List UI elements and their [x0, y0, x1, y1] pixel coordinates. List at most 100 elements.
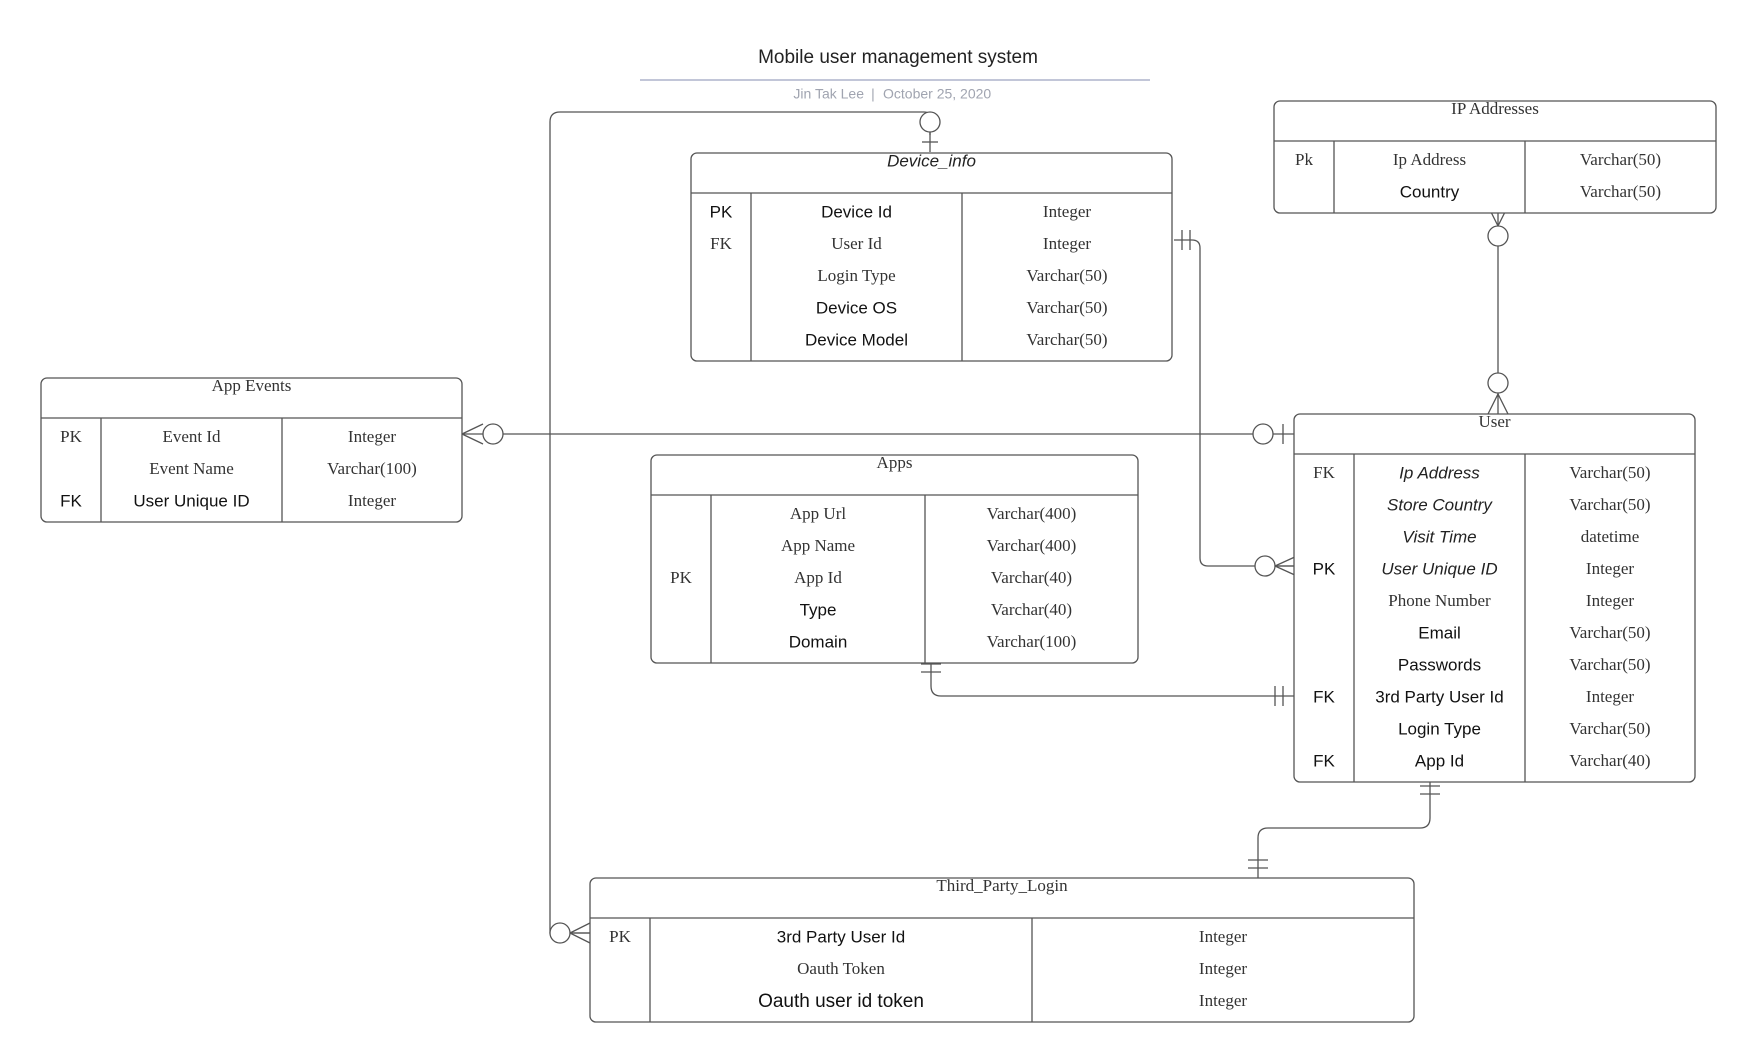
field-cell: Domain	[789, 632, 848, 651]
field-cell: Type	[800, 600, 837, 619]
type-cell: Integer	[1043, 202, 1091, 221]
type-cell: Varchar(40)	[1569, 751, 1650, 770]
table-frame	[589, 877, 1415, 1023]
table-row: Visit Time datetime	[1402, 527, 1639, 547]
table-title: Apps	[877, 453, 913, 472]
relationship-app-events-user	[461, 423, 1297, 445]
key-cell: FK	[710, 234, 732, 253]
meta-separator: |	[871, 86, 875, 102]
field-cell: Login Type	[1398, 719, 1481, 738]
key-cell: FK	[1313, 463, 1335, 482]
type-cell: Integer	[1199, 959, 1247, 978]
field-cell: 3rd Party User Id	[1375, 687, 1504, 706]
field-cell: Email	[1418, 623, 1461, 642]
field-cell: App Id	[794, 568, 842, 587]
field-cell: App Url	[790, 504, 846, 523]
table-title: Third_Party_Login	[936, 876, 1068, 895]
field-cell: Oauth user id token	[758, 991, 924, 1012]
key-cell: PK	[1313, 559, 1336, 578]
field-cell: Device OS	[816, 298, 897, 317]
relationships	[461, 111, 1509, 944]
type-cell: Varchar(50)	[1026, 330, 1107, 349]
type-cell: Varchar(50)	[1580, 182, 1661, 201]
table-row: App Url Varchar(400)	[790, 504, 1076, 523]
type-cell: Varchar(40)	[991, 568, 1072, 587]
table-row: Login Type Varchar(50)	[1398, 719, 1651, 739]
table-title: Device_info	[887, 151, 976, 170]
relationship-device-info-user	[1174, 230, 1298, 577]
type-cell: Integer	[1586, 591, 1634, 610]
type-cell: Varchar(100)	[987, 632, 1077, 651]
type-cell: Integer	[1043, 234, 1091, 253]
key-cell: PK	[670, 568, 692, 587]
field-cell: User Unique ID	[133, 491, 249, 510]
field-cell: Visit Time	[1402, 527, 1476, 546]
type-cell: datetime	[1581, 527, 1640, 546]
field-cell: 3rd Party User Id	[777, 927, 906, 946]
table-frame	[40, 377, 463, 523]
key-cell: PK	[710, 202, 733, 221]
key-cell: FK	[1313, 751, 1335, 770]
field-cell: Device Model	[805, 330, 908, 349]
table-title: App Events	[212, 376, 292, 395]
field-cell: App Name	[781, 536, 855, 555]
field-cell: Ip Address	[1399, 463, 1480, 482]
type-cell: Integer	[1199, 991, 1247, 1010]
key-cell: PK	[609, 927, 631, 946]
field-cell: Passwords	[1398, 655, 1481, 674]
key-cell: FK	[1313, 687, 1335, 706]
table-row: Oauth user id token Integer	[758, 991, 1247, 1012]
field-cell: Login Type	[817, 266, 895, 285]
table-frame	[1293, 413, 1696, 783]
type-cell: Varchar(50)	[1580, 150, 1661, 169]
field-cell: Ip Address	[1393, 150, 1466, 169]
field-cell: Oauth Token	[797, 959, 885, 978]
key-cell: FK	[60, 491, 82, 510]
table-row: Type Varchar(40)	[800, 600, 1073, 620]
relationship-ip-addresses-user	[1487, 205, 1509, 415]
type-cell: Varchar(50)	[1569, 623, 1650, 642]
type-cell: Integer	[1199, 927, 1247, 946]
type-cell: Integer	[1586, 559, 1634, 578]
table-row: Email Varchar(50)	[1418, 623, 1650, 643]
table-title: IP Addresses	[1451, 99, 1539, 118]
table-title: User	[1478, 412, 1510, 431]
table-row: Domain Varchar(100)	[789, 632, 1077, 652]
type-cell: Varchar(100)	[327, 459, 417, 478]
author-text: Jin Tak Lee	[793, 86, 864, 102]
diagram-title: Mobile user management system	[758, 47, 1038, 68]
type-cell: Varchar(40)	[991, 600, 1072, 619]
relationship-device-info-third-party-login	[549, 111, 941, 944]
type-cell: Varchar(50)	[1569, 719, 1650, 738]
table-row: PK 3rd Party User Id Integer	[609, 927, 1247, 947]
relationship-apps-user	[921, 656, 1297, 706]
table-frame	[690, 152, 1173, 362]
type-cell: Varchar(400)	[987, 504, 1077, 523]
type-cell: Varchar(50)	[1569, 495, 1650, 514]
type-cell: Integer	[348, 427, 396, 446]
field-cell: Event Name	[149, 459, 234, 478]
relationship-user-third-party-login	[1248, 777, 1440, 878]
date-text: October 25, 2020	[883, 86, 991, 102]
